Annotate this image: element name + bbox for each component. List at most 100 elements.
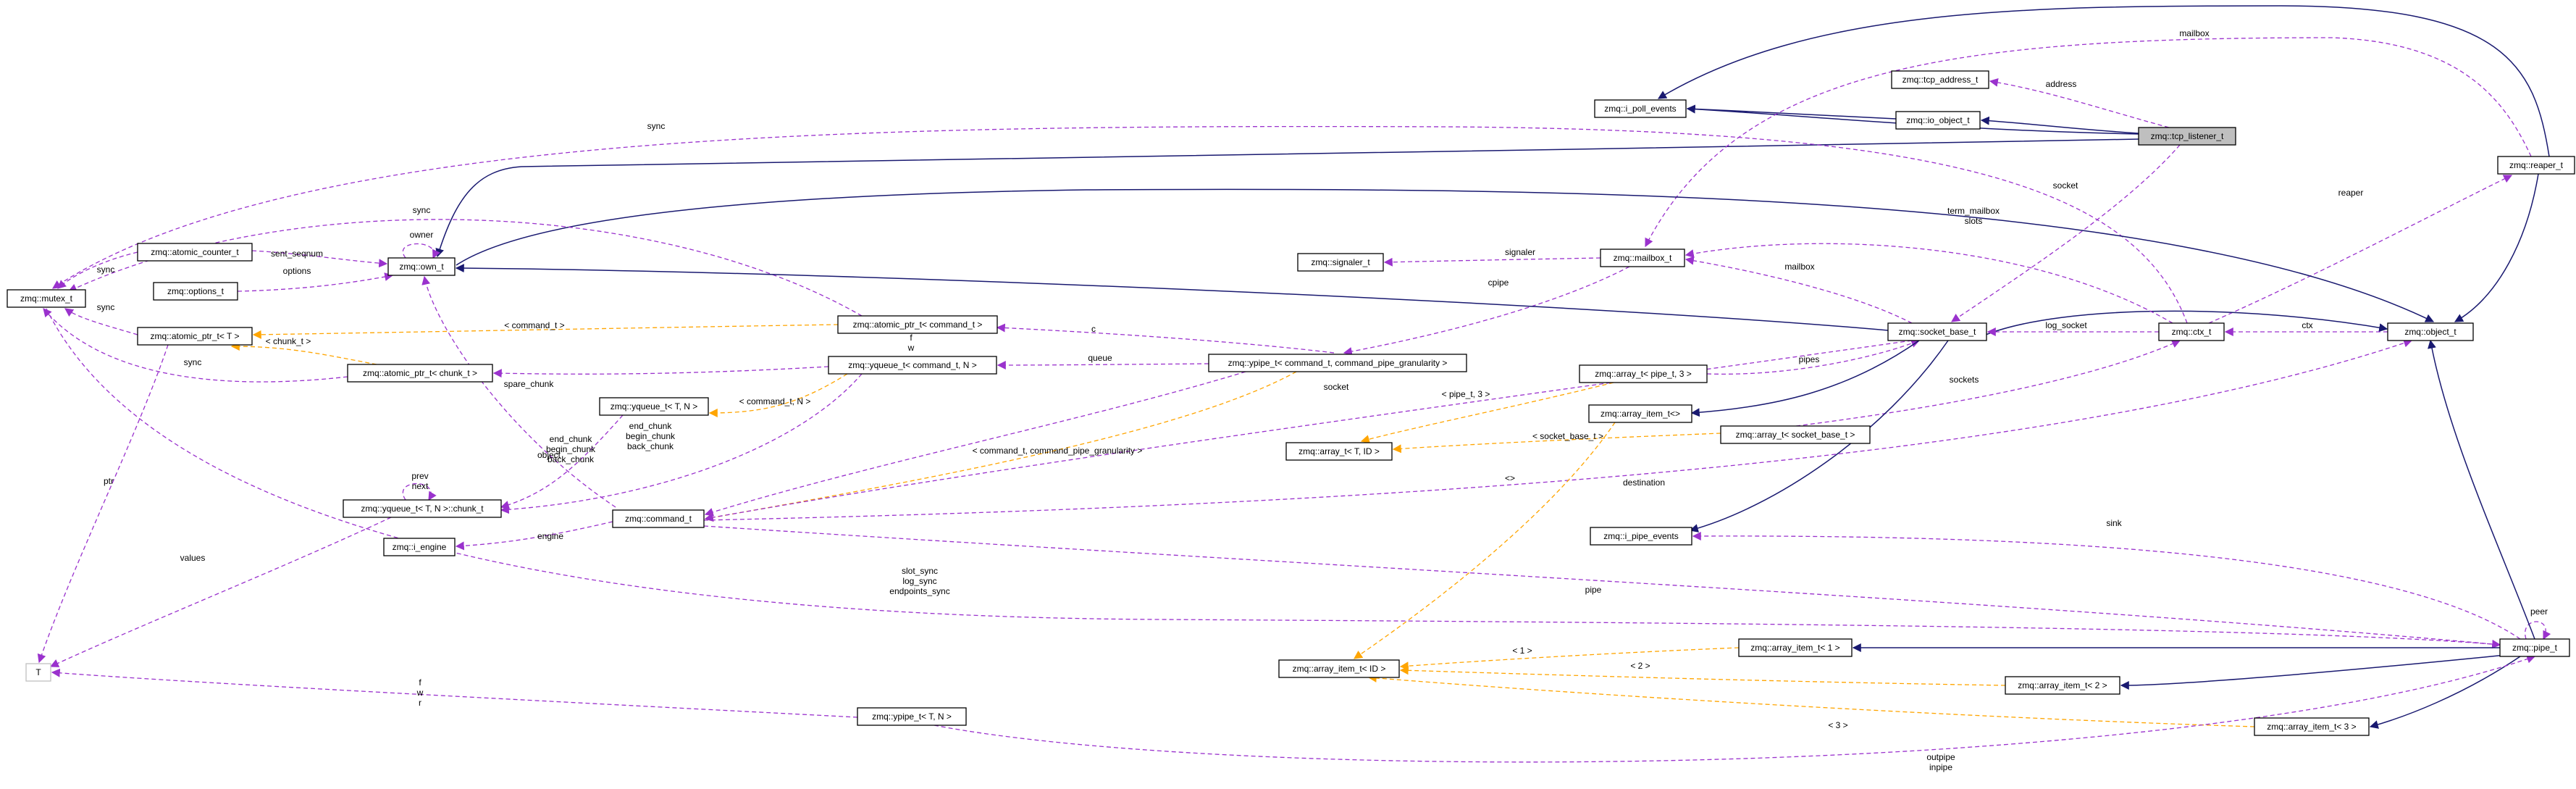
class-node-box[interactable] (1600, 249, 1685, 267)
class-node-box[interactable] (25, 663, 51, 682)
class-node-box[interactable] (1208, 354, 1467, 372)
class-node-box[interactable] (2387, 322, 2474, 341)
edge-cmd-pipe (703, 525, 2501, 648)
class-node-box[interactable] (2158, 322, 2225, 341)
class-node-box[interactable] (153, 282, 238, 301)
class-node-command[interactable]: zmq::command_t (612, 509, 705, 528)
class-node-chunk[interactable]: zmq::yqueue_t< T, N >::chunk_t (343, 499, 502, 518)
edge-arrTID-arrsock (1392, 433, 1721, 454)
edge-aiID-ai3 (1367, 673, 2255, 727)
edge-reaper-obj (2454, 173, 2539, 322)
class-node-own[interactable]: zmq::own_t (387, 257, 456, 276)
class-node-label: zmq::array_t< pipe_t, 3 > (1595, 369, 1691, 379)
class-node-box[interactable] (857, 707, 967, 726)
class-node-label: zmq::yqueue_t< command_t, N > (848, 360, 976, 370)
class-node-object[interactable]: zmq::object_t (2387, 322, 2474, 341)
class-node-label: zmq::array_item_t< 3 > (2267, 722, 2356, 732)
class-node-array_socket[interactable]: zmq::array_t< socket_base_t > (1720, 425, 1871, 444)
class-node-label: zmq::array_t< T, ID > (1299, 446, 1380, 456)
class-node-box[interactable] (137, 327, 253, 346)
edge-label-arrTID-arrpipe: < pipe_t, 3 > (1442, 389, 1490, 399)
class-node-yqueue_TN[interactable]: zmq::yqueue_t< T, N > (599, 397, 709, 416)
class-node-box[interactable] (1590, 527, 1692, 546)
class-node-box[interactable] (383, 538, 456, 556)
edge-yqc-ypipe (997, 360, 1209, 370)
class-node-atomic_ptr_cmd[interactable]: zmq::atomic_ptr_t< command_t > (837, 315, 998, 334)
class-node-box[interactable] (1579, 364, 1708, 383)
class-node-io_object[interactable]: zmq::io_object_t (1895, 111, 1981, 130)
class-node-box[interactable] (837, 315, 998, 334)
edge-T-atomicT (37, 344, 169, 664)
edge-label-aiID-ai3: < 3 > (1828, 720, 1847, 730)
class-node-label: zmq::options_t (167, 286, 225, 296)
class-node-i_pipe_events[interactable]: zmq::i_pipe_events (1590, 527, 1692, 546)
class-node-box[interactable] (343, 499, 502, 518)
class-node-box[interactable] (7, 289, 86, 308)
class-node-box[interactable] (387, 257, 456, 276)
class-node-box[interactable] (2497, 156, 2575, 175)
edge-label-sock-cmd: socket (1324, 382, 1349, 392)
class-node-array_item_1[interactable]: zmq::array_item_t< 1 > (1738, 638, 1853, 657)
class-node-yqueue_cmd[interactable]: zmq::yqueue_t< command_t, N > (828, 356, 997, 375)
class-node-array_item_ID[interactable]: zmq::array_item_t< ID > (1278, 659, 1400, 678)
edge-tcp-ipoll (1686, 104, 2139, 135)
class-node-signaler[interactable]: zmq::signaler_t (1297, 253, 1384, 272)
edge-label-atomicT-apchunk: < chunk_t > (266, 336, 311, 346)
edge-aiID-ai1 (1399, 647, 1740, 671)
edge-mbox-ypipe (1343, 266, 1630, 356)
class-node-i_poll_events[interactable]: zmq::i_poll_events (1594, 99, 1687, 118)
class-node-box[interactable] (1594, 99, 1687, 118)
class-node-label: zmq::command_t (625, 514, 692, 524)
edge-reaper-mbox (1645, 37, 2532, 248)
class-node-tcp_listener[interactable]: zmq::tcp_listener_t (2138, 127, 2236, 146)
edge-label-counter-own: sent_seqnum (271, 249, 323, 259)
class-node-box[interactable] (1720, 425, 1871, 444)
class-node-atomic_ptr_chunk[interactable]: zmq::atomic_ptr_t< chunk_t > (347, 364, 493, 383)
class-node-box[interactable] (1285, 442, 1393, 461)
class-node-array_pipe[interactable]: zmq::array_t< pipe_t, 3 > (1579, 364, 1708, 383)
class-node-box[interactable] (137, 243, 253, 262)
class-node-box[interactable] (1297, 253, 1384, 272)
class-node-box[interactable] (2138, 127, 2236, 146)
class-node-atomic_counter[interactable]: zmq::atomic_counter_t (137, 243, 253, 262)
class-node-box[interactable] (1278, 659, 1400, 678)
class-node-box[interactable] (828, 356, 997, 375)
edge-mutex-pipe (46, 308, 2501, 649)
class-node-pipe[interactable]: zmq::pipe_t (2499, 638, 2570, 657)
edge-chunk-yqtn (500, 414, 624, 509)
class-node-array_TID[interactable]: zmq::array_t< T, ID > (1285, 442, 1393, 461)
class-node-box[interactable] (347, 364, 493, 383)
class-node-i_engine[interactable]: zmq::i_engine (383, 538, 456, 556)
class-node-box[interactable] (1895, 111, 1981, 130)
class-node-array_item_base[interactable]: zmq::array_item_t<> (1588, 404, 1692, 423)
class-node-ypipe_cmd[interactable]: zmq::ypipe_t< command_t, command_pipe_gr… (1208, 354, 1467, 372)
class-node-box[interactable] (1887, 322, 1987, 341)
class-node-mutex[interactable]: zmq::mutex_t (7, 289, 86, 308)
class-node-mailbox[interactable]: zmq::mailbox_t (1600, 249, 1685, 267)
edge-pipe-obj (2428, 339, 2535, 640)
class-node-ypipe_TN[interactable]: zmq::ypipe_t< T, N > (857, 707, 967, 726)
class-node-T[interactable]: T (25, 663, 51, 682)
edge-apchunk-yqc (492, 366, 829, 378)
class-node-array_item_2[interactable]: zmq::array_item_t< 2 > (2005, 676, 2120, 695)
class-node-box[interactable] (1588, 404, 1692, 423)
class-node-reaper[interactable]: zmq::reaper_t (2497, 156, 2575, 175)
class-node-box[interactable] (1738, 638, 1853, 657)
class-node-box[interactable] (2499, 638, 2570, 657)
class-node-box[interactable] (612, 509, 705, 528)
class-node-ctx[interactable]: zmq::ctx_t (2158, 322, 2225, 341)
class-node-options[interactable]: zmq::options_t (153, 282, 238, 301)
class-node-tcp_address[interactable]: zmq::tcp_address_t (1891, 70, 1989, 89)
class-node-atomic_ptr_T[interactable]: zmq::atomic_ptr_t< T > (137, 327, 253, 346)
class-node-box[interactable] (2005, 676, 2120, 695)
class-node-box[interactable] (2254, 717, 2370, 736)
class-node-socket_base[interactable]: zmq::socket_base_t (1887, 322, 1987, 341)
edge-label-arrTID-arrsock: < socket_base_t > (1532, 431, 1603, 441)
class-node-box[interactable] (599, 397, 709, 416)
class-node-box[interactable] (1891, 70, 1989, 89)
class-node-array_item_3[interactable]: zmq::array_item_t< 3 > (2254, 717, 2370, 736)
class-node-label: zmq::i_poll_events (1604, 104, 1676, 114)
edge-ctx-reaper (2208, 175, 2513, 324)
